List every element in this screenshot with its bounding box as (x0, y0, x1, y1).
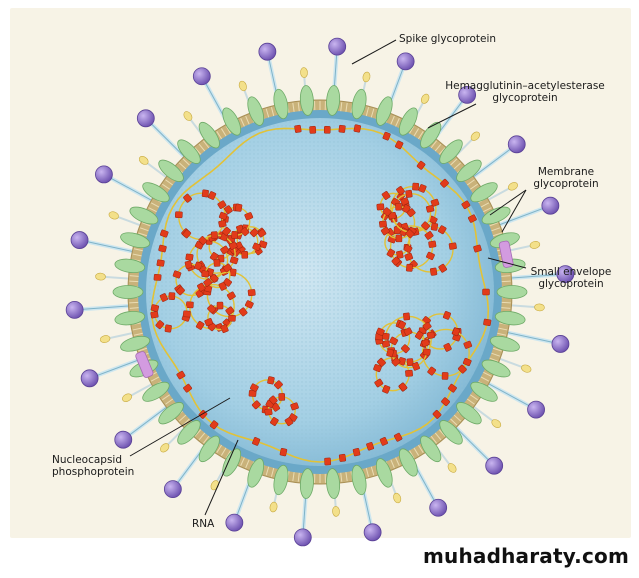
nucleocapsid-phosphoprotein (339, 125, 346, 133)
label-hemagglutinin-line1: Hemagglutinin–acetylesterase (440, 80, 610, 92)
nucleocapsid-phosphoprotein (427, 332, 435, 339)
spike-glycoprotein-head (95, 166, 112, 183)
nucleocapsid-phosphoprotein (395, 203, 401, 210)
nucleocapsid-phosphoprotein (294, 125, 301, 133)
nucleocapsid-phosphoprotein (186, 302, 193, 308)
spike-glycoprotein-head (528, 401, 545, 418)
watermark-text: muhadharaty.com (423, 544, 629, 568)
label-spike-glycoprotein: Spike glycoprotein (399, 33, 496, 45)
nucleocapsid-phosphoprotein (242, 251, 248, 258)
label-nucleocapsid-line1: Nucleocapsid (52, 454, 134, 466)
nucleocapsid-phosphoprotein (377, 204, 384, 211)
nucleocapsid-phosphoprotein (217, 302, 223, 309)
nucleocapsid-phosphoprotein (202, 271, 210, 278)
nucleocapsid-phosphoprotein (324, 458, 330, 465)
nucleocapsid-phosphoprotein (169, 292, 175, 299)
nucleocapsid-phosphoprotein (449, 243, 457, 250)
membrane-glycoprotein (497, 286, 527, 299)
nucleocapsid-phosphoprotein (412, 183, 419, 190)
spike-glycoprotein-head (508, 136, 525, 153)
nucleocapsid-phosphoprotein (339, 454, 346, 462)
nucleocapsid-phosphoprotein (309, 126, 315, 133)
nucleocapsid-phosphoprotein (154, 274, 161, 280)
nucleocapsid-phosphoprotein (405, 190, 412, 198)
nucleocapsid-phosphoprotein (406, 264, 413, 272)
nucleocapsid-phosphoprotein (483, 289, 490, 295)
spike-glycoprotein-head (542, 197, 559, 214)
lipid-tick (129, 302, 138, 303)
spike-glycoprotein-head (115, 431, 132, 448)
membrane-glycoprotein (113, 286, 143, 299)
nucleocapsid-phosphoprotein (354, 124, 361, 132)
spike-glycoprotein-head (137, 110, 154, 127)
spike-glycoprotein-head (294, 529, 311, 546)
spike-glycoprotein-head (226, 514, 243, 531)
nucleocapsid-phosphoprotein (186, 254, 194, 261)
nucleocapsid-phosphoprotein (248, 289, 256, 296)
label-membrane-line1: Membrane (526, 166, 606, 178)
nucleocapsid-phosphoprotein (165, 325, 172, 333)
label-small-envelope-glycoprotein: Small envelope glycoprotein (526, 266, 616, 290)
nucleocapsid-phosphoprotein (428, 241, 436, 248)
spike-glycoprotein-head (364, 524, 381, 541)
spike-glycoprotein-head (329, 38, 346, 55)
nucleocapsid-phosphoprotein (231, 231, 238, 238)
nucleocapsid-phosphoprotein (483, 319, 491, 326)
nucleocapsid-phosphoprotein (151, 311, 159, 318)
spike-glycoprotein-head (397, 53, 414, 70)
nucleocapsid-phosphoprotein (202, 190, 209, 198)
nucleocapsid-phosphoprotein (396, 251, 403, 259)
nucleocapsid-phosphoprotein (157, 260, 165, 267)
label-small-envelope-line1: Small envelope (526, 266, 616, 278)
label-hemagglutinin-line2: glycoprotein (440, 92, 610, 104)
spike-glycoprotein-head (193, 68, 210, 85)
nucleocapsid-phosphoprotein (230, 269, 237, 277)
nucleocapsid-phosphoprotein (267, 376, 274, 384)
spike-glycoprotein-head (71, 232, 88, 249)
spike-glycoprotein-head (259, 43, 276, 60)
nucleocapsid-phosphoprotein (280, 448, 287, 456)
spike-glycoprotein-head (164, 481, 181, 498)
nucleocapsid-phosphoprotein (431, 223, 438, 231)
nucleocapsid-phosphoprotein (403, 313, 410, 321)
lipid-tick (502, 302, 511, 303)
nucleocapsid-phosphoprotein (218, 220, 226, 227)
spike-glycoprotein-head (81, 370, 98, 387)
lipid-tick (502, 281, 511, 282)
label-hemagglutinin-acetylesterase: Hemagglutinin–acetylesterase glycoprotei… (440, 80, 610, 104)
spike-glycoprotein-head (552, 335, 569, 352)
label-rna: RNA (192, 518, 214, 530)
spike-glycoprotein-head (66, 301, 83, 318)
nucleocapsid-phosphoprotein (214, 259, 220, 266)
nucleocapsid-phosphoprotein (265, 409, 273, 416)
label-small-envelope-line2: glycoprotein (526, 278, 616, 290)
lipid-tick (129, 281, 138, 282)
nucleocapsid-phosphoprotein (324, 126, 330, 133)
spike-glycoprotein-head (430, 499, 447, 516)
nucleocapsid-phosphoprotein (379, 221, 387, 228)
label-membrane-line2: glycoprotein (526, 178, 606, 190)
nucleocapsid-phosphoprotein (405, 370, 413, 377)
label-nucleocapsid-line2: phosphoprotein (52, 466, 134, 478)
nucleocapsid-phosphoprotein (442, 372, 448, 379)
nucleocapsid-phosphoprotein (423, 349, 431, 356)
nucleocapsid-phosphoprotein (228, 315, 235, 321)
nucleocapsid-phosphoprotein (175, 212, 182, 218)
nucleocapsid-phosphoprotein (211, 231, 218, 239)
label-nucleocapsid-phosphoprotein: Nucleocapsid phosphoprotein (52, 454, 134, 478)
nucleocapsid-phosphoprotein (279, 393, 285, 400)
spike-glycoprotein-head (486, 457, 503, 474)
nucleocapsid-phosphoprotein (235, 204, 242, 212)
nucleocapsid-phosphoprotein (430, 268, 437, 276)
nucleocapsid-phosphoprotein (185, 261, 192, 269)
nucleocapsid-phosphoprotein (396, 235, 402, 242)
label-membrane-glycoprotein: Membrane glycoprotein (526, 166, 606, 190)
nucleocapsid-phosphoprotein (353, 448, 360, 456)
nucleocapsid-phosphoprotein (183, 311, 190, 317)
